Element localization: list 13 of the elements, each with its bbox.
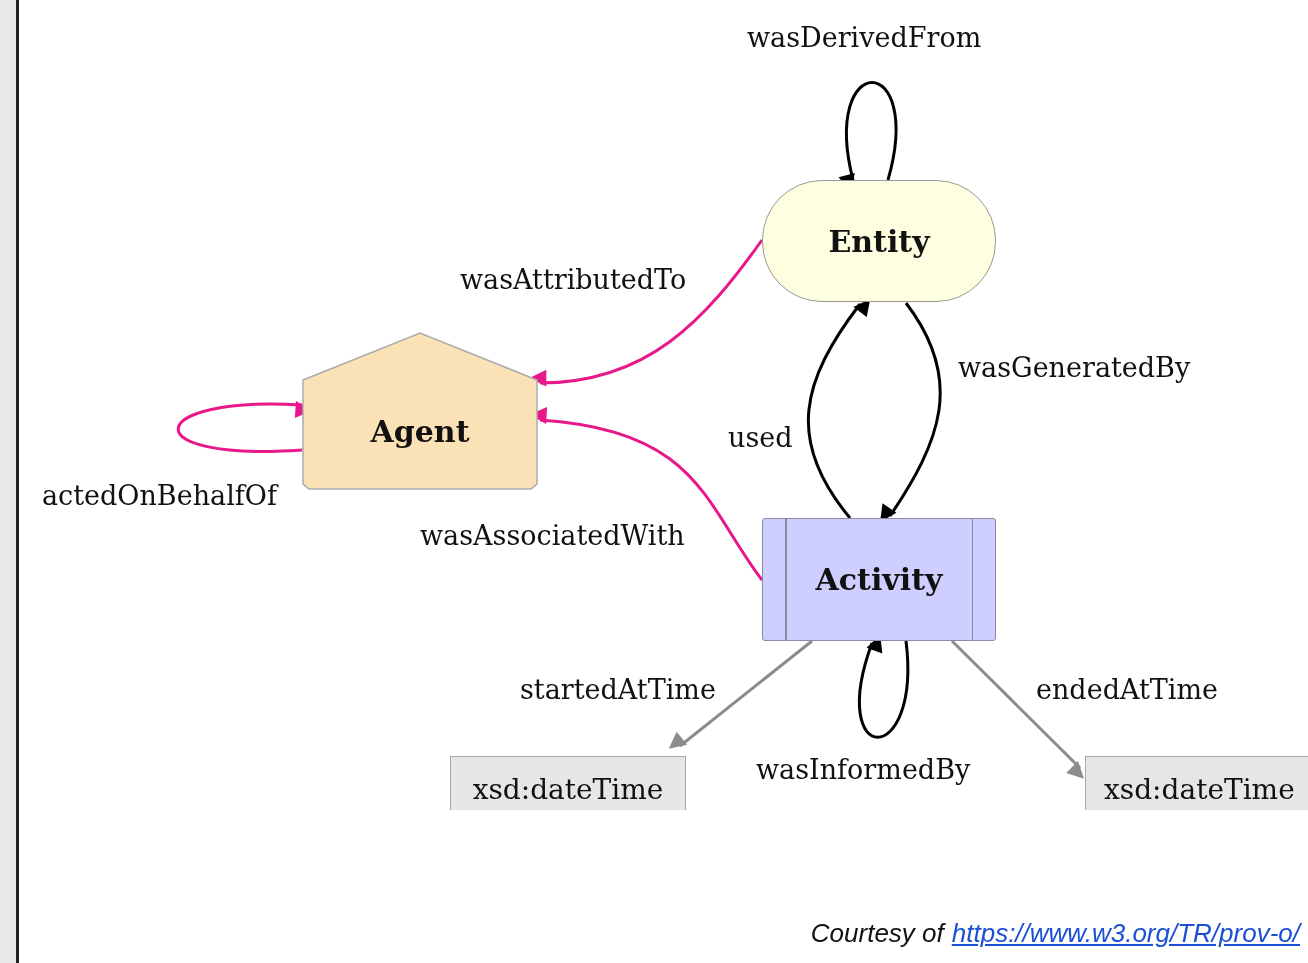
- process-box: [762, 518, 996, 641]
- arrow: [950, 639, 1084, 779]
- caption: Courtesy of: [810, 918, 944, 949]
- value-box: [1085, 756, 1308, 810]
- node-label: Activity: [815, 562, 943, 597]
- arrow: [668, 639, 813, 749]
- source-link: https://www.w3.org/TR/prov-o/: [951, 918, 1300, 949]
- node-label: xsd:dateTime: [472, 773, 664, 806]
- node-label: Agent: [370, 413, 470, 449]
- node-label: xsd:dateTime: [1104, 773, 1295, 806]
- value-box: [450, 756, 686, 810]
- house-shape: [302, 332, 538, 490]
- node-label: Entity: [828, 223, 930, 259]
